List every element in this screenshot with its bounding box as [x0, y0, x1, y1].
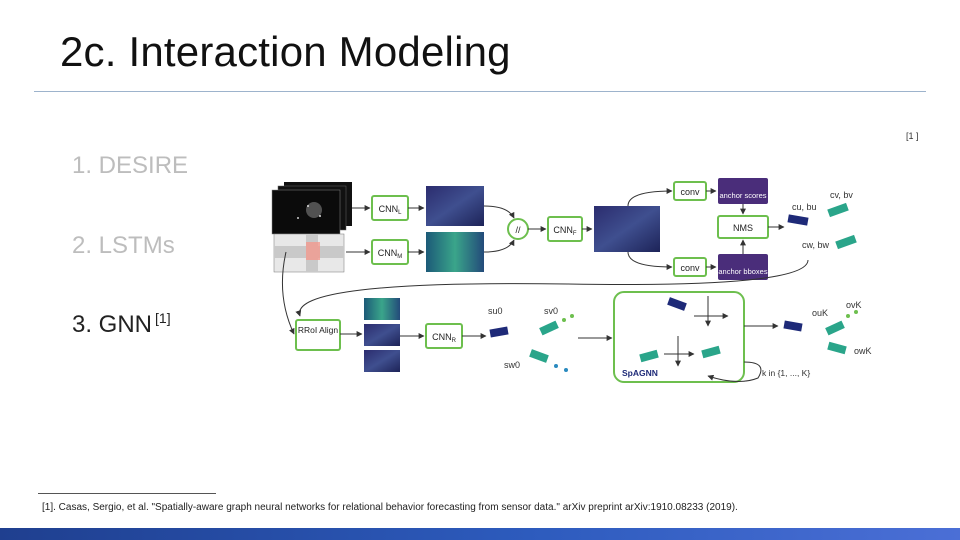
map-input: [273, 233, 345, 273]
k-range-label: k in {1, ..., K}: [762, 368, 810, 378]
nms-label: NMS: [733, 223, 753, 233]
anchor-scores-label: anchor scores: [719, 191, 766, 200]
footnote-citation: [1]. Casas, Sergio, et al. "Spatially-aw…: [42, 502, 738, 513]
svg-text:CNNL: CNNL: [379, 204, 403, 216]
svg-text:CNNM: CNNM: [378, 248, 403, 260]
sw0-label: sw0: [504, 360, 520, 370]
bottom-accent-bar: [0, 528, 960, 540]
ovk-label: ovK: [846, 300, 862, 310]
list-item-label: 3. GNN: [72, 311, 153, 338]
concat-label: //: [515, 225, 521, 235]
cnn-f-block: CNNF: [547, 216, 583, 242]
cw-bw-label: cw, bw: [802, 240, 830, 250]
rroi-align-block: RRoI Align: [295, 319, 341, 351]
feature-map-lidar: [426, 186, 484, 226]
title-divider: [34, 91, 926, 92]
nms-block: NMS: [717, 215, 769, 239]
svg-text:CNNR: CNNR: [432, 332, 457, 344]
footnote-divider: [38, 493, 216, 494]
cnn-m-label: CNN: [378, 248, 398, 258]
concat-node: //: [507, 218, 529, 240]
slide-title: 2c. Interaction Modeling: [60, 28, 511, 75]
fused-feature-map: [594, 206, 660, 252]
conv-top-label: conv: [680, 187, 700, 197]
owk-label: owK: [854, 346, 872, 356]
citation-superscript: [1]: [155, 310, 171, 326]
su0-label: su0: [488, 306, 503, 316]
anchor-bboxes-block: anchor bboxes: [718, 254, 768, 280]
cnn-l-block: CNNL: [371, 195, 409, 221]
spagnn-block: SpAGNN: [613, 291, 745, 383]
conv-bottom-block: conv: [673, 257, 707, 277]
detected-agents: cu, bu cv, bv cw, bw: [787, 190, 857, 250]
list-item-gnn: 3. GNN[1]: [72, 310, 171, 339]
cnn-r-label: CNN: [432, 332, 452, 342]
cnn-r-sub: R: [452, 338, 457, 344]
cnn-f-label: CNN: [553, 225, 573, 235]
list-item-desire: 1. DESIRE: [72, 152, 188, 180]
cnn-l-label: CNN: [379, 204, 399, 214]
cnn-m-block: CNNM: [371, 239, 409, 265]
conv-top-block: conv: [673, 181, 707, 201]
output-states: ouK ovK owK: [783, 300, 872, 356]
ouk-label: ouK: [812, 308, 828, 318]
anchor-scores-block: anchor scores: [718, 178, 768, 204]
cnn-f-sub: F: [573, 231, 577, 237]
cv-bv-label: cv, bv: [830, 190, 853, 200]
initial-states: su0 sv0 sw0: [488, 306, 574, 372]
roi-crop-2: [364, 324, 400, 346]
cnn-l-sub: L: [398, 210, 402, 216]
list-item-label: 1. DESIRE: [72, 152, 189, 179]
cu-bu-label: cu, bu: [792, 202, 817, 212]
spagnn-architecture-diagram: CNNL CNNM // CNNF conv conv anchor score: [271, 178, 872, 383]
list-item-label: 2. LSTMs: [72, 232, 175, 259]
lidar-input-stack: [271, 182, 352, 235]
anchor-bboxes-label: anchor bboxes: [718, 267, 767, 276]
list-item-lstms: 2. LSTMs: [72, 232, 175, 260]
spagnn-label: SpAGNN: [622, 368, 658, 378]
svg-text:CNNF: CNNF: [553, 225, 577, 237]
corner-citation: [1 ]: [906, 131, 919, 141]
rroi-align-label: RRoI Align: [298, 325, 338, 335]
sv0-label: sv0: [544, 306, 558, 316]
roi-crop-3: [364, 350, 400, 372]
conv-bottom-label: conv: [680, 263, 700, 273]
roi-crop-1: [364, 298, 400, 320]
cnn-r-block: CNNR: [425, 323, 463, 349]
feature-map-map: [426, 232, 484, 272]
cnn-m-sub: M: [397, 254, 402, 260]
